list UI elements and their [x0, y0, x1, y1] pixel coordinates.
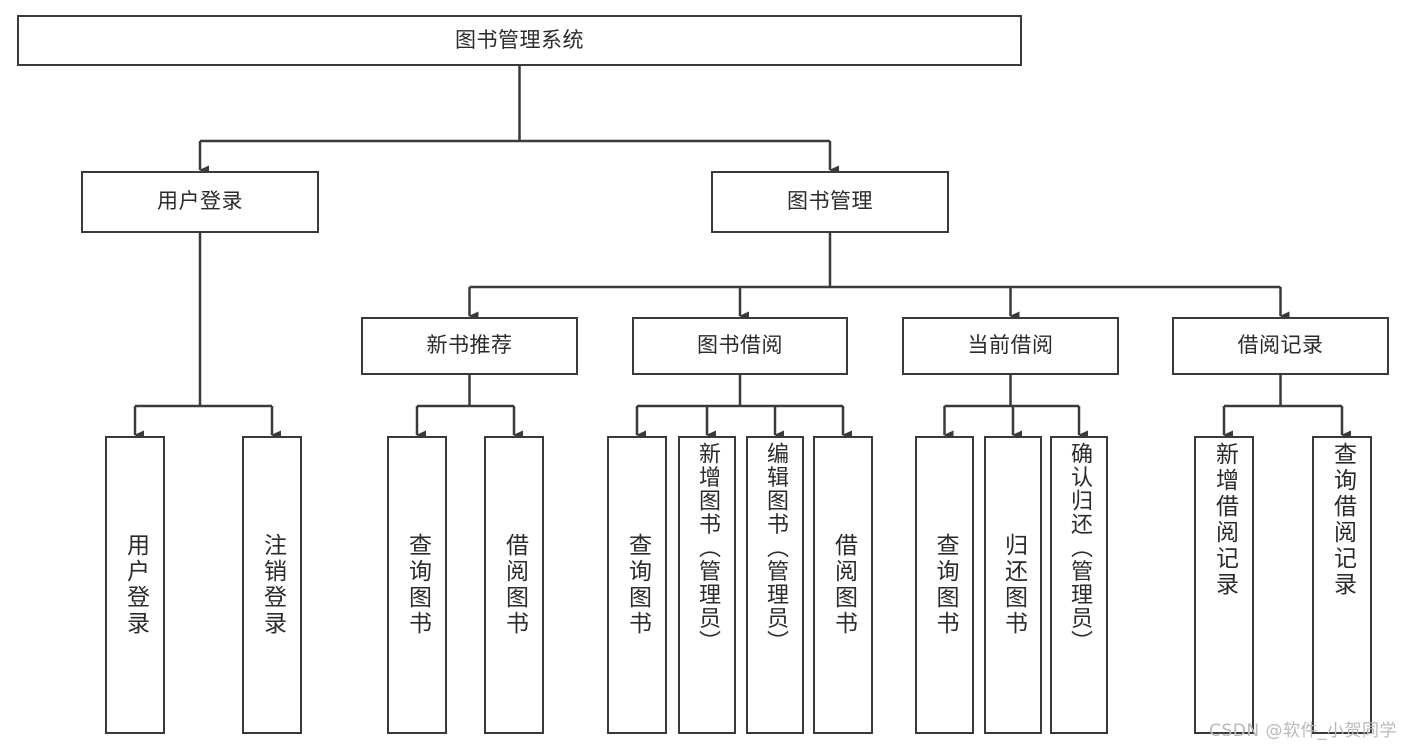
node-leaf-return-book[interactable]: 归还图书 [984, 436, 1042, 734]
node-leaf-confirm-return[interactable]: 确认归还（管理员） [1050, 436, 1108, 734]
node-leaf-add-record[interactable]: 新增借阅记录 [1194, 436, 1254, 734]
node-label: 用户登录 [157, 189, 243, 214]
node-leaf-borrow-book-2[interactable]: 借阅图书 [813, 436, 873, 734]
node-leaf-borrow-book-1[interactable]: 借阅图书 [484, 436, 544, 734]
node-label: 编辑图书（管理员） [763, 442, 788, 654]
node-label: 查询图书 [932, 533, 958, 637]
node-leaf-logout[interactable]: 注销登录 [242, 436, 302, 734]
node-label: 用户登录 [122, 533, 149, 637]
node-root[interactable]: 图书管理系统 [17, 15, 1022, 66]
node-leaf-query-book-2[interactable]: 查询图书 [607, 436, 667, 734]
node-book-borrow[interactable]: 图书借阅 [632, 317, 848, 375]
node-borrow-record[interactable]: 借阅记录 [1172, 317, 1389, 375]
node-label: 查询图书 [624, 533, 651, 637]
node-label: 借阅图书 [830, 533, 857, 637]
node-book-manage[interactable]: 图书管理 [711, 171, 949, 233]
node-label: 借阅图书 [501, 533, 528, 637]
node-label: 新增图书（管理员） [695, 442, 720, 654]
node-label: 图书管理系统 [455, 27, 584, 52]
node-label: 查询图书 [404, 533, 431, 637]
node-label: 新增借阅记录 [1211, 442, 1238, 598]
node-label: 当前借阅 [967, 333, 1054, 358]
node-current-borrow[interactable]: 当前借阅 [902, 317, 1119, 375]
node-label: 图书管理 [787, 189, 873, 214]
node-leaf-query-record[interactable]: 查询借阅记录 [1312, 436, 1372, 734]
node-leaf-add-book[interactable]: 新增图书（管理员） [678, 436, 736, 734]
node-label: 注销登录 [259, 533, 286, 637]
node-label: 新书推荐 [426, 333, 513, 358]
node-new-book-rec[interactable]: 新书推荐 [361, 317, 578, 375]
node-label: 查询借阅记录 [1329, 442, 1356, 598]
node-leaf-user-login[interactable]: 用户登录 [105, 436, 165, 734]
watermark-text: CSDN @软件_小贺同学 [1209, 721, 1397, 741]
edges [133, 66, 1351, 440]
node-leaf-edit-book[interactable]: 编辑图书（管理员） [746, 436, 804, 734]
node-label: 图书借阅 [697, 333, 783, 358]
node-label: 确认归还（管理员） [1067, 442, 1092, 654]
node-label: 归还图书 [1000, 533, 1027, 637]
node-leaf-query-book-1[interactable]: 查询图书 [387, 436, 447, 734]
node-label: 借阅记录 [1237, 333, 1324, 358]
node-leaf-query-book-3[interactable]: 查询图书 [915, 436, 974, 734]
node-user-login[interactable]: 用户登录 [81, 171, 319, 233]
